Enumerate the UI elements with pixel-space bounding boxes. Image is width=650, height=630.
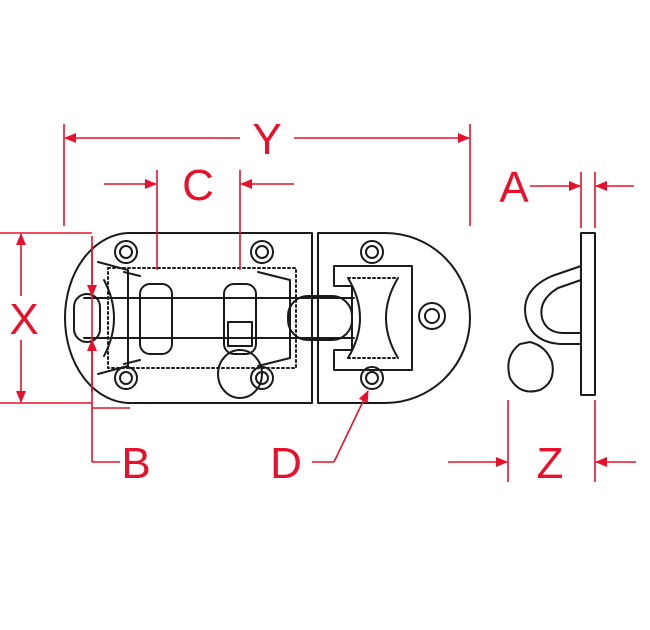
dimension-d-leader — [333, 390, 369, 463]
bolt-guide-block-2 — [223, 283, 257, 355]
screw-holes — [114, 240, 446, 390]
label-x: X — [9, 295, 38, 344]
bolt-tip-left — [73, 293, 101, 343]
bolt-tip-right — [287, 295, 353, 341]
label-d: D — [270, 439, 302, 488]
bolt-rod — [83, 297, 355, 339]
label-c: C — [182, 161, 214, 210]
label-a: A — [499, 163, 529, 212]
side-plate — [580, 232, 596, 396]
side-view — [507, 232, 596, 396]
bolt-knob — [217, 349, 263, 399]
bolt-guide-left — [97, 261, 129, 375]
side-knob — [507, 341, 554, 393]
bolt-handle — [227, 321, 253, 347]
label-b: B — [121, 439, 150, 488]
label-y: Y — [252, 115, 281, 164]
side-bolt-housing — [524, 265, 582, 345]
dimension-labels: Y C A X B D Z — [9, 115, 563, 488]
left-plate — [64, 232, 313, 404]
right-plate — [317, 232, 471, 404]
dimension-lines — [0, 124, 636, 482]
keeper-opening — [333, 265, 413, 371]
front-view — [64, 232, 471, 404]
label-z: Z — [537, 439, 564, 488]
bolt-guide-block-1 — [139, 283, 173, 355]
